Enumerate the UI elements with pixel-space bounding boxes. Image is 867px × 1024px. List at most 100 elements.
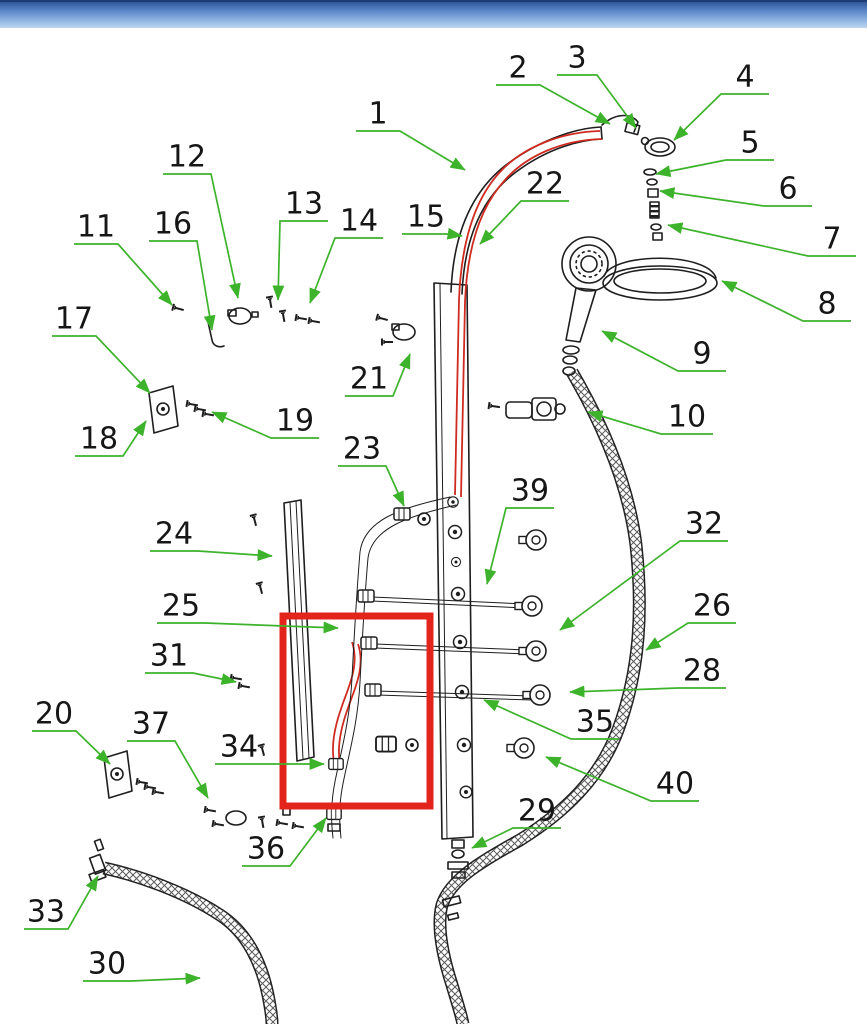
callout-19-leader bbox=[211, 411, 319, 439]
callout-20-leader bbox=[32, 730, 111, 765]
small-parts-upper bbox=[171, 295, 322, 348]
callout-30-label: 30 bbox=[88, 947, 126, 982]
callout-40-leader bbox=[545, 756, 699, 802]
callout-24-leader bbox=[150, 549, 273, 561]
glass-strip bbox=[283, 499, 315, 762]
callout-1-label: 1 bbox=[368, 97, 387, 132]
callout-1-leader bbox=[356, 130, 466, 171]
bottom-outlet-parts bbox=[441, 839, 469, 921]
valve-part bbox=[375, 312, 416, 347]
callout-5-label: 5 bbox=[740, 126, 759, 161]
callout-6-leader bbox=[659, 187, 812, 207]
callout-13-label: 13 bbox=[285, 187, 323, 222]
callout-35-leader bbox=[483, 699, 619, 740]
callout-14-leader bbox=[309, 237, 383, 304]
callout-34-label: 34 bbox=[220, 730, 258, 765]
callout-4-leader bbox=[673, 93, 769, 141]
callout-35-label: 35 bbox=[576, 705, 614, 740]
wall-bracket-lower bbox=[103, 750, 166, 799]
callout-23-leader bbox=[338, 465, 405, 507]
hand-shower bbox=[561, 236, 617, 376]
callout-33-label: 33 bbox=[27, 895, 65, 930]
callout-29-leader bbox=[471, 827, 561, 849]
shower-panel-column bbox=[433, 282, 474, 840]
callout-8-label: 8 bbox=[817, 287, 836, 322]
callout-17-label: 17 bbox=[55, 302, 93, 337]
hose-hook bbox=[601, 114, 650, 146]
red-tubes bbox=[331, 130, 603, 765]
callout-32-leader bbox=[559, 540, 728, 631]
control-knobs bbox=[506, 529, 551, 759]
callout-3-leader bbox=[557, 74, 637, 129]
callout-4-label: 4 bbox=[735, 60, 754, 95]
braided-hose-bottom-left bbox=[102, 861, 279, 1024]
callout-32-label: 32 bbox=[685, 507, 723, 542]
callout-6-label: 6 bbox=[778, 172, 797, 207]
callout-28-leader bbox=[569, 685, 726, 698]
callout-14-label: 14 bbox=[340, 204, 378, 239]
callout-37-label: 37 bbox=[132, 707, 170, 742]
callout-20-label: 20 bbox=[35, 697, 73, 732]
callout-29-label: 29 bbox=[518, 794, 556, 829]
callout-37-leader bbox=[127, 740, 209, 799]
highlight-box bbox=[279, 612, 434, 810]
callout-36-leader bbox=[242, 817, 327, 867]
small-parts-bottom bbox=[203, 805, 306, 832]
callout-10-label: 10 bbox=[668, 400, 706, 435]
window-title-bar bbox=[0, 0, 867, 28]
braided-hose-right bbox=[433, 368, 646, 1024]
callout-11-leader bbox=[74, 243, 173, 306]
callout-2-leader bbox=[496, 84, 611, 125]
callout-31-leader bbox=[145, 672, 237, 685]
callout-8-leader bbox=[721, 280, 851, 322]
callout-15-label: 15 bbox=[407, 200, 445, 235]
glass-screws bbox=[229, 513, 269, 758]
callout-23-label: 23 bbox=[343, 432, 381, 467]
callout-39-label: 39 bbox=[511, 474, 549, 509]
wall-bracket-upper bbox=[148, 385, 216, 434]
callout-36-label: 36 bbox=[247, 832, 285, 867]
callout-25-leader bbox=[157, 621, 339, 634]
internal-tubes bbox=[331, 496, 533, 839]
hand-shower-holder bbox=[487, 397, 566, 421]
callout-10-leader bbox=[587, 410, 713, 435]
callout-25-label: 25 bbox=[162, 589, 200, 624]
callout-15-leader bbox=[402, 227, 463, 240]
callout-26-leader bbox=[645, 622, 736, 651]
tube-fittings bbox=[326, 507, 431, 832]
callout-16-leader bbox=[149, 240, 216, 331]
callout-21-label: 21 bbox=[350, 362, 388, 397]
callout-16-label: 16 bbox=[154, 207, 192, 242]
callout-7-leader bbox=[667, 222, 856, 257]
callout-24-label: 24 bbox=[155, 517, 193, 552]
callout-30-leader bbox=[83, 972, 201, 985]
callout-9-label: 9 bbox=[692, 337, 711, 372]
callout-33-leader bbox=[24, 875, 99, 930]
callout-13-leader bbox=[272, 220, 328, 301]
callout-21-leader bbox=[345, 353, 411, 397]
callout-12-label: 12 bbox=[168, 140, 206, 175]
callout-40-label: 40 bbox=[656, 767, 694, 802]
callout-7-label: 7 bbox=[822, 222, 841, 257]
callout-9-leader bbox=[601, 330, 726, 372]
callout-11-label: 11 bbox=[77, 210, 115, 245]
callout-18-leader bbox=[75, 420, 147, 457]
callout-2-label: 2 bbox=[508, 51, 527, 86]
callout-19-label: 19 bbox=[276, 404, 314, 439]
callout-28-label: 28 bbox=[683, 654, 721, 689]
connector-parts-stack bbox=[643, 168, 663, 241]
callout-5-leader bbox=[655, 159, 774, 178]
callout-31-label: 31 bbox=[150, 639, 188, 674]
callout-26-label: 26 bbox=[693, 589, 731, 624]
callout-39-leader bbox=[484, 507, 554, 585]
callout-22-leader bbox=[479, 200, 569, 245]
callout-22-label: 22 bbox=[526, 167, 564, 202]
rain-shower-head bbox=[602, 257, 718, 301]
callout-18-label: 18 bbox=[80, 422, 118, 457]
escutcheon-ring bbox=[644, 137, 676, 157]
callout-3-label: 3 bbox=[567, 41, 586, 76]
callout-12-leader bbox=[163, 173, 241, 299]
